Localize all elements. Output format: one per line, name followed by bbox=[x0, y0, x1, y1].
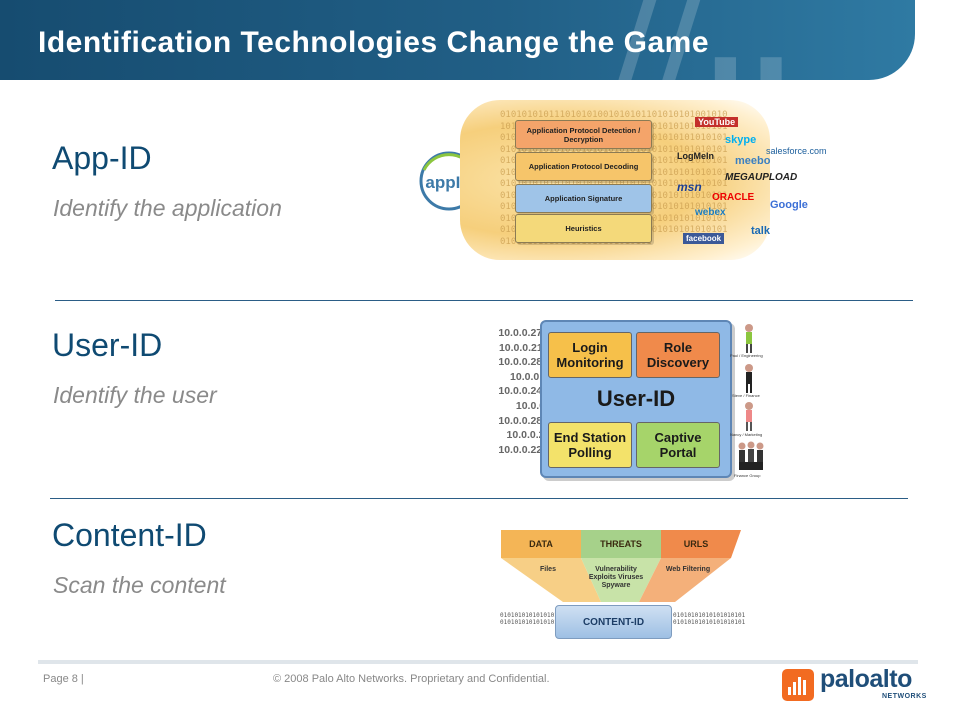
svg-text://..: //.. bbox=[615, 0, 794, 80]
ip-address: 10.0.0.287 bbox=[498, 414, 548, 427]
divider-1 bbox=[55, 300, 913, 301]
detail-web-filtering: Web Filtering bbox=[665, 566, 711, 573]
bits-line: 010101010101010101 bbox=[500, 619, 566, 626]
category-data: DATA bbox=[529, 539, 553, 549]
person-label: Steve / Finance bbox=[732, 393, 760, 398]
header-decoration: //.. bbox=[615, 0, 794, 80]
app-logo-meebo: meebo bbox=[735, 155, 771, 167]
layer-protocol-detection: Application Protocol Detection / Decrypt… bbox=[515, 120, 652, 149]
section-subtitle-userid: Identify the user bbox=[53, 382, 217, 408]
group-icon bbox=[738, 441, 764, 470]
bits-line: 010101010101010101 bbox=[500, 612, 566, 619]
paloalto-logo: paloalto NETWORKS bbox=[782, 665, 926, 705]
app-logo-youtube: YouTube bbox=[695, 117, 739, 127]
binary-stream-left: 010101010101010101 010101010101010101 bbox=[500, 612, 565, 626]
paloalto-logo-icon bbox=[782, 669, 814, 701]
app-logo-skype: skype bbox=[725, 134, 757, 146]
paloalto-logo-subtext: NETWORKS bbox=[882, 693, 927, 700]
ip-address: 10.0.0.242 bbox=[498, 385, 548, 398]
page-number: Page 8 | bbox=[43, 673, 84, 685]
app-logo-salesforce: salesforce.com bbox=[766, 146, 827, 156]
app-logo-msn: msn bbox=[677, 180, 702, 194]
app-logo-talk: talk bbox=[751, 225, 770, 237]
app-logo-megaupload: MEGAUPLOAD bbox=[725, 172, 798, 183]
detail-files: Files bbox=[540, 566, 556, 573]
bits-line: 01010101010101010101 bbox=[673, 612, 746, 619]
person-label: Finance Group bbox=[734, 473, 761, 478]
title-bar: //.. bbox=[0, 0, 915, 80]
app-logo-webex: webex bbox=[695, 207, 726, 218]
ip-address: 10.0.0.277 bbox=[498, 327, 548, 339]
paloalto-logo-text: paloalto bbox=[820, 665, 912, 693]
app-logo-google: Google bbox=[770, 199, 808, 211]
contentid-bar: CONTENT-ID bbox=[555, 605, 672, 639]
slide-title: Identification Technologies Change the G… bbox=[38, 26, 710, 59]
person-label: Paul / Engineering bbox=[730, 353, 763, 358]
app-logo-facebook: facebook bbox=[683, 233, 725, 244]
binary-stream-right: 01010101010101010101 0101010101010101010… bbox=[673, 612, 745, 626]
copyright-text: © 2008 Palo Alto Networks. Proprietary a… bbox=[273, 673, 550, 685]
section-title-userid: User-ID bbox=[52, 327, 163, 363]
ip-address: 10.0.0.211 bbox=[498, 341, 548, 354]
divider-2 bbox=[50, 498, 908, 499]
person-icon bbox=[745, 402, 753, 431]
bits-line: 01010101010101010101 bbox=[673, 619, 746, 626]
person-label: Nancy / Marketing bbox=[730, 432, 763, 437]
cell-end-station-polling: End Station Polling bbox=[548, 422, 632, 468]
app-logo-logmein: LogMeIn bbox=[677, 151, 714, 161]
contentid-funnel bbox=[501, 530, 741, 602]
section-title-contentid: Content-ID bbox=[52, 517, 207, 553]
ip-address: 10.0.0.2: bbox=[506, 429, 548, 442]
layer-signature: Application Signature bbox=[515, 184, 652, 213]
cell-login-monitoring: Login Monitoring bbox=[548, 332, 632, 378]
section-subtitle-contentid: Scan the content bbox=[53, 572, 226, 598]
person-icon bbox=[745, 324, 753, 353]
detail-threats: Vulnerability Exploits Viruses Spyware bbox=[588, 566, 644, 589]
userid-center-label: User-ID bbox=[596, 386, 676, 411]
ip-address: 10.0.0.221 bbox=[498, 443, 548, 456]
ip-address-list: 10.0.0.277 10.0.0.211 10.0.0.282 10.0.0.… bbox=[478, 326, 548, 457]
ip-address: 10.0.0.282 bbox=[498, 356, 548, 369]
ip-address: 10.0.0.2 bbox=[510, 370, 548, 383]
section-title-appid: App-ID bbox=[52, 140, 152, 176]
category-urls: URLS bbox=[683, 539, 709, 549]
app-logo-oracle: ORACLE bbox=[712, 192, 755, 203]
cell-captive-portal: Captive Portal bbox=[636, 422, 720, 468]
ip-address: 10.0.0. bbox=[515, 399, 548, 412]
layer-heuristics: Heuristics bbox=[515, 214, 652, 243]
layer-protocol-decoding: Application Protocol Decoding bbox=[515, 152, 652, 181]
footer-divider bbox=[38, 660, 918, 664]
userid-diagram: Login Monitoring Role Discovery User-ID … bbox=[540, 320, 732, 478]
section-subtitle-appid: Identify the application bbox=[53, 195, 282, 221]
cell-role-discovery: Role Discovery bbox=[636, 332, 720, 378]
category-threats: THREATS bbox=[600, 539, 642, 549]
person-icon bbox=[745, 364, 753, 393]
